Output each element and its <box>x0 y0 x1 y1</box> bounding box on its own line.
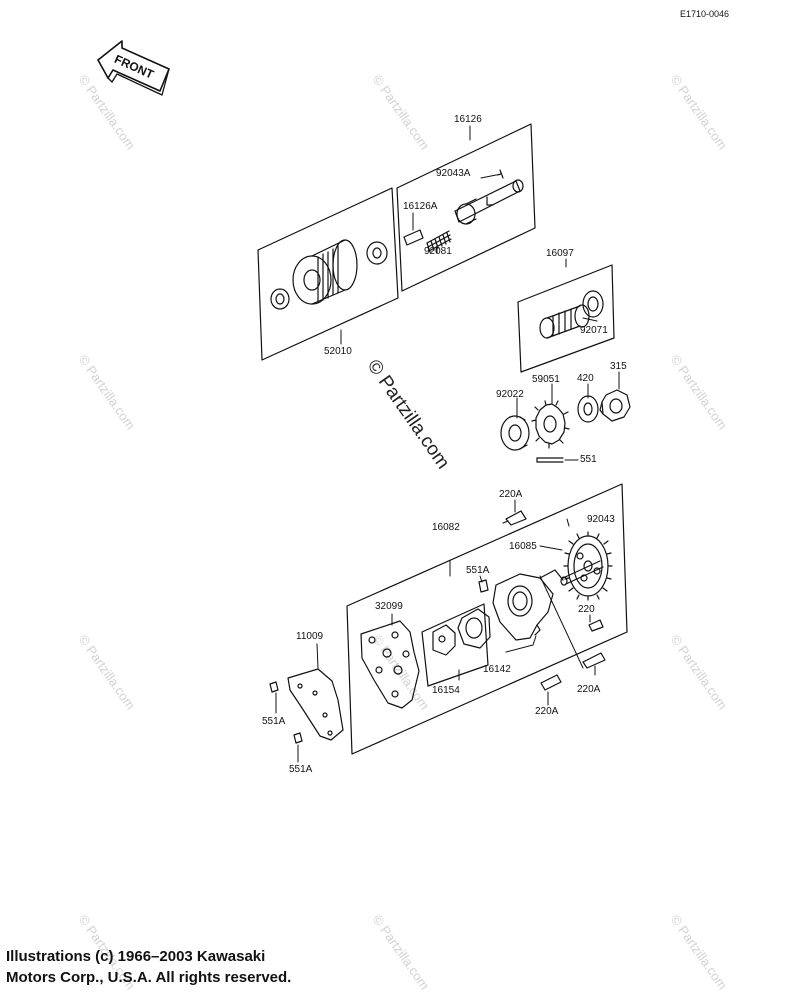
part-label-220A-right: 220A <box>577 684 601 695</box>
bolt-icon <box>502 510 606 691</box>
part-label-551A-left-2: 551A <box>289 764 313 775</box>
part-label-92071: 92071 <box>580 325 608 336</box>
relief-valve-pin-icon <box>403 169 504 246</box>
pump-inner-panel <box>421 603 489 687</box>
pump-gear-icon <box>563 531 613 601</box>
part-label-315: 315 <box>610 361 627 372</box>
drawing-id: E1710-0046 <box>680 9 730 19</box>
part-label-16126A: 16126A <box>403 201 438 212</box>
oil-pump-panel <box>346 483 628 755</box>
inner-rotor-icon <box>457 608 491 649</box>
copyright-notice: Illustrations (c) 1966–2003 Kawasaki Mot… <box>6 946 291 988</box>
part-label-551: 551 <box>580 454 597 465</box>
nut-icon <box>599 389 631 422</box>
part-label-32099: 32099 <box>375 601 403 612</box>
part-label-551A-left-1: 551A <box>262 716 286 727</box>
part-label-92022: 92022 <box>496 389 524 400</box>
part-label-92081: 92081 <box>424 246 452 257</box>
gear-washer-icon <box>577 395 599 423</box>
strainer-panel <box>517 264 615 373</box>
dowel-pin-icon <box>536 457 564 463</box>
part-label-92043: 92043 <box>587 514 615 525</box>
part-label-52010: 52010 <box>324 346 352 357</box>
part-label-16097: 16097 <box>546 248 574 259</box>
pump-gasket-icon <box>287 668 344 741</box>
filter-seal-icon <box>270 241 388 310</box>
relief-valve-panel <box>396 123 536 292</box>
front-arrow-icon <box>97 40 170 96</box>
oil-filter-panel <box>257 187 399 361</box>
oil-strainer-icon <box>539 290 604 339</box>
dowel-pin-icon <box>269 579 489 744</box>
part-label-16082: 16082 <box>432 522 460 533</box>
oil-filter-icon <box>292 239 358 305</box>
part-label-220: 220 <box>578 604 595 615</box>
part-label-551A-mid: 551A <box>466 565 490 576</box>
part-label-92043A: 92043A <box>436 168 471 179</box>
copyright-line-2: Motors Corp., U.S.A. All rights reserved… <box>6 969 292 986</box>
part-label-220A-top: 220A <box>499 489 523 500</box>
relief-valve-piston-icon <box>456 198 477 225</box>
relief-valve-body-icon <box>454 179 524 223</box>
copyright-line-1: Illustrations (c) 1966–2003 Kawasaki <box>6 948 266 965</box>
pump-body-icon <box>492 569 564 641</box>
part-label-220A-bottom: 220A <box>535 706 559 717</box>
relief-valve-spring-icon <box>426 230 452 253</box>
part-label-420: 420 <box>577 373 594 384</box>
part-label-16154: 16154 <box>432 685 460 696</box>
pump-shaft-icon <box>560 560 604 586</box>
part-label-16126: 16126 <box>454 114 482 125</box>
part-label-59051: 59051 <box>532 374 560 385</box>
drive-gear-icon <box>531 400 570 449</box>
washer-icon <box>500 415 530 451</box>
part-label-11009: 11009 <box>296 631 324 642</box>
outer-rotor-icon <box>432 624 456 656</box>
part-label-16085: 16085 <box>509 541 537 552</box>
pump-cover-icon <box>360 620 420 709</box>
part-label-16142: 16142 <box>483 664 511 675</box>
